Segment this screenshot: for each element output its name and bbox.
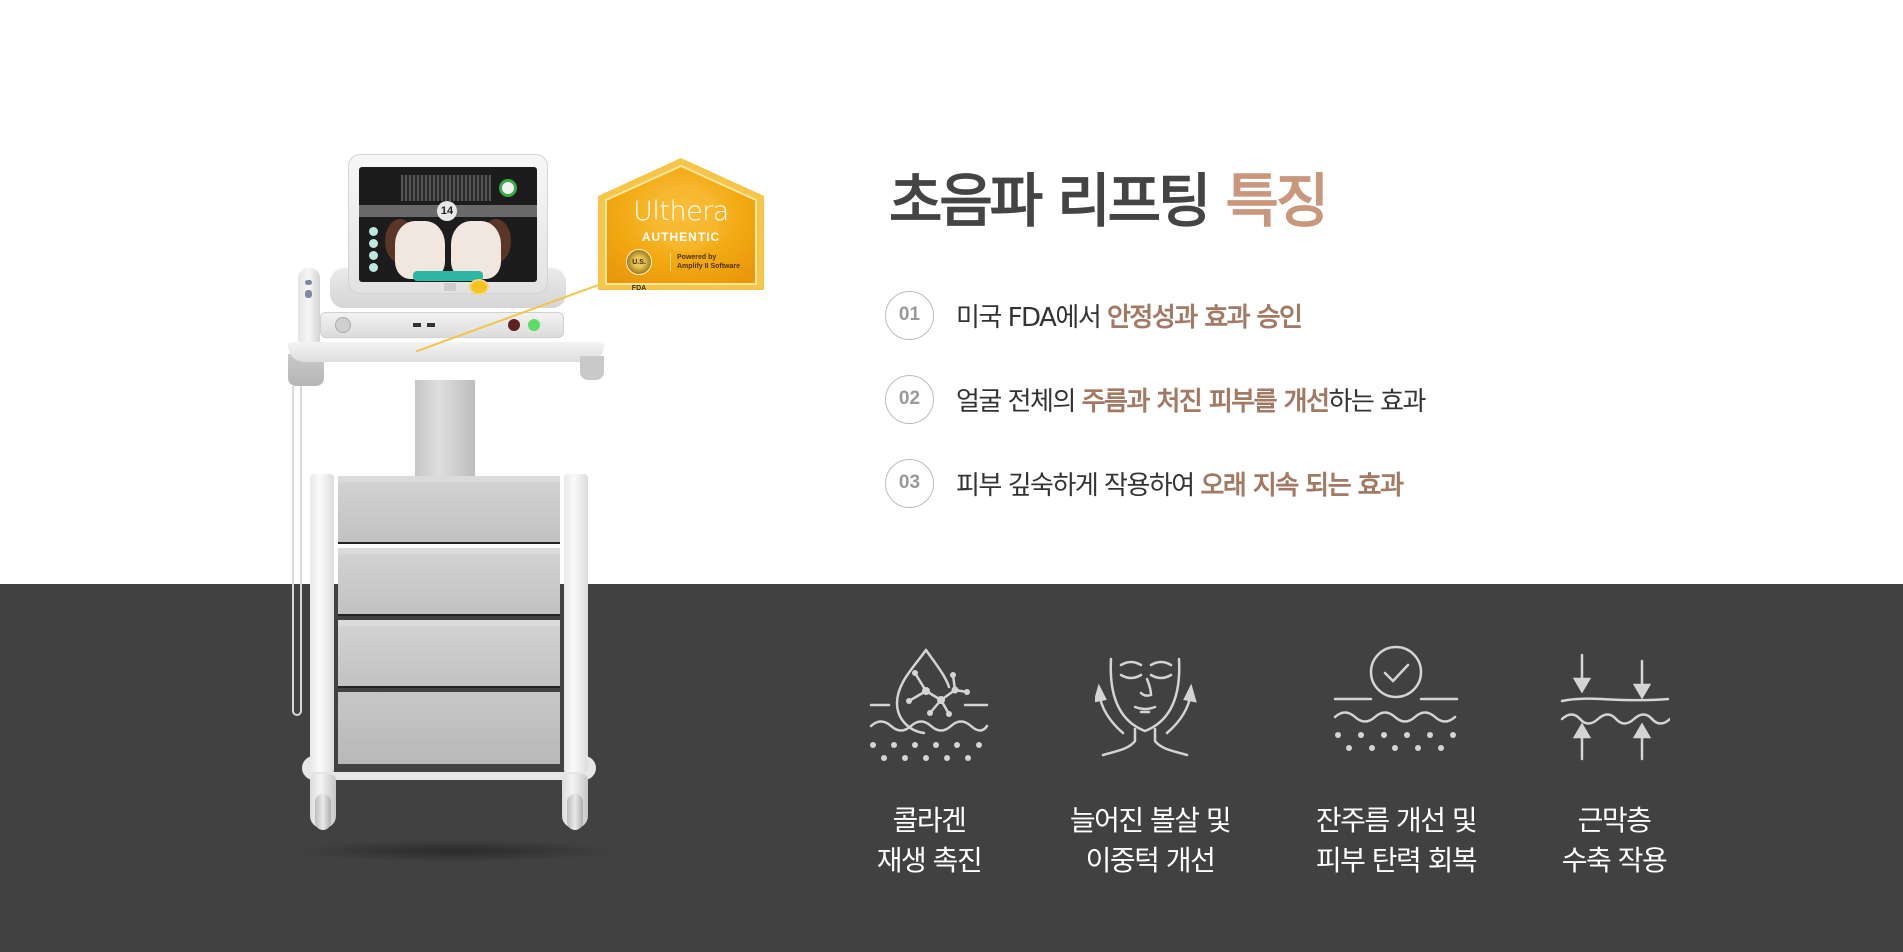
feature-item: 03 피부 깊숙하게 작용하여 오래 지속 되는 효과 [885,458,1405,508]
screen-ok-icon [499,179,517,197]
effect-label-line: 잔주름 개선 및 [1315,804,1478,837]
drawer [338,548,560,616]
screen-face-right [451,221,501,279]
drawer [338,476,560,544]
feature-text: 피부 깊숙하게 작용하여 오래 지속 되는 효과 [956,465,1405,502]
effect-label-line: 근막층 [1577,804,1652,837]
powered-line-2: Amplify II Software [677,263,741,270]
device-tray [288,342,604,362]
stop-button-icon [508,319,520,331]
device-screen: 14 [359,167,537,282]
effect-skin-elasticity: 잔주름 개선 및 피부 탄력 회복 [1286,645,1506,881]
feature-text-plain: 미국 FDA에서 [956,302,1108,333]
cart-cabinet [302,474,596,830]
feature-number: 03 [885,458,934,508]
collagen-molecule-icon [869,648,989,761]
feature-number: 02 [885,374,934,424]
feature-text-plain: 하는 효과 [1328,386,1427,417]
feature-number: 01 [885,290,934,340]
cabinet-base-panel [338,692,560,764]
effect-label-line: 늘어진 볼살 및 [1069,804,1232,837]
screen-face-left [395,221,445,279]
cart-shadow [290,840,620,862]
feature-text-highlight: 오래 지속 되는 효과 [1200,470,1405,501]
feature-text-highlight: 주름과 처진 피부를 개선 [1081,386,1330,417]
effect-face-lift: 늘어진 볼살 및 이중턱 개선 [1040,645,1260,881]
fda-seal-icon: U.S. FDA [626,249,652,292]
badge-subtitle: AUTHENTIC [641,230,721,244]
effect-label: 콜라겐 재생 촉진 [819,801,1039,881]
badge-powered-by: Powered by Amplify II Software [670,253,740,271]
effect-label: 늘어진 볼살 및 이중턱 개선 [1040,801,1260,881]
powered-line-1: Powered by [677,254,717,261]
fascia-contraction-icon [1560,653,1670,761]
heading-accent: 특징 [1225,167,1330,235]
tray-hook [580,356,604,380]
device-monitor: 14 [348,154,548,295]
effect-label-line: 이중턱 개선 [1085,844,1216,877]
feature-text: 미국 FDA에서 안정성과 효과 승인 [956,297,1303,334]
caster-wheel-icon [562,774,588,830]
cabinet-frame-left [310,474,334,774]
effect-label-line: 피부 탄력 회복 [1315,844,1478,877]
caster-wheel-icon [310,774,336,830]
drawer [338,620,560,688]
power-button-icon [528,319,540,331]
feature-text: 얼굴 전체의 주름과 처진 피부를 개선하는 효과 [956,381,1427,418]
feature-text-highlight: 안정성과 효과 승인 [1107,302,1303,333]
feature-text-plain: 얼굴 전체의 [956,386,1082,417]
usb-port-icon [427,323,435,327]
cabinet-frame-right [564,474,588,774]
ulthera-device-image: 14 [280,150,780,870]
badge-brand: Ulthera [633,196,729,227]
skin-check-icon [1333,645,1459,751]
feature-text-plain: 피부 깊숙하게 작용하여 [956,470,1201,501]
usb-port-icon [413,323,421,327]
effect-label-line: 수축 작용 [1561,844,1668,877]
transducer-handpiece [298,268,320,354]
effect-label-line: 콜라겐 [892,804,967,837]
cable-port-icon [335,317,351,333]
feature-item: 02 얼굴 전체의 주름과 처진 피부를 개선하는 효과 [885,374,1427,424]
effect-label: 근막층 수축 작용 [1504,801,1724,881]
section-heading: 초음파 리프팅 특징 [889,166,1330,236]
cart-base [302,756,596,780]
cart-pole [415,380,475,478]
device-logo-icon [444,283,456,291]
authentic-sticker-icon [469,279,489,295]
effect-label: 잔주름 개선 및 피부 탄력 회복 [1286,801,1506,881]
effect-fascia-contraction: 근막층 수축 작용 [1504,645,1724,881]
screen-line-count: 14 [437,201,457,221]
feature-item: 01 미국 FDA에서 안정성과 효과 승인 [885,290,1303,340]
face-lift-icon [1095,657,1197,757]
ulthera-authentic-badge: Ulthera AUTHENTIC U.S. FDA Powered by Am… [415,156,766,352]
effect-collagen: 콜라겐 재생 촉진 [819,645,1039,881]
effect-label-line: 재생 촉진 [876,844,983,877]
device-control-panel [320,312,564,338]
handpiece-cable [292,386,302,716]
heading-main: 초음파 리프팅 [889,167,1226,235]
